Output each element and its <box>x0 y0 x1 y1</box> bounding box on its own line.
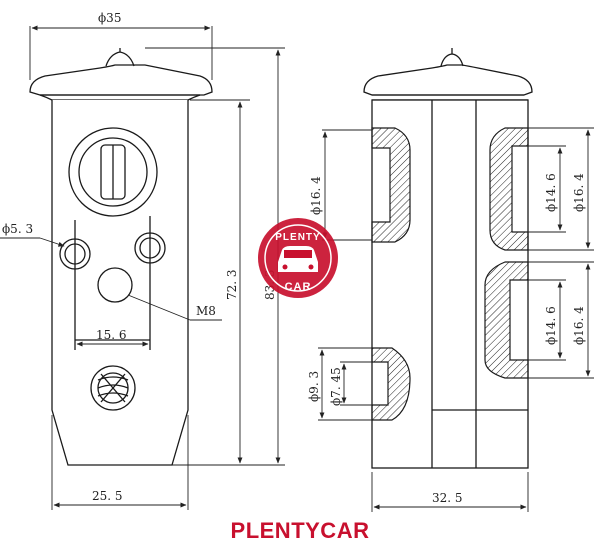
dim-hole-spacing: 15. 6 <box>96 328 127 342</box>
dim-side-width: 32. 5 <box>432 491 463 505</box>
dim-top-diameter: ϕ35 <box>98 11 121 25</box>
dim-thread: M8 <box>196 304 216 318</box>
dim-body-height: 72. 3 <box>225 269 239 300</box>
dim-port-right-top-outer: ϕ16. 4 <box>572 173 586 212</box>
dim-port-right-bottom-outer: ϕ16. 4 <box>572 306 586 345</box>
front-spring-port <box>90 365 136 411</box>
logo-top-text: PLENTY <box>275 232 320 243</box>
dim-port-small-inner: ϕ7. 45 <box>329 367 343 406</box>
side-port-right-bottom <box>484 261 529 379</box>
dim-port-small-outer: ϕ9. 3 <box>307 371 321 402</box>
front-hole-m8 <box>97 267 133 303</box>
side-dimensions <box>318 127 594 512</box>
side-port-left-top <box>371 127 411 243</box>
front-port-large <box>68 127 158 217</box>
front-view <box>29 48 213 466</box>
plentycar-logo: PLENTY CAR <box>258 218 338 298</box>
side-cap <box>363 64 533 96</box>
dim-front-width: 25. 5 <box>92 489 123 503</box>
front-cap <box>29 64 213 96</box>
front-body <box>51 100 189 466</box>
side-port-small <box>371 347 411 421</box>
side-ports <box>371 127 529 421</box>
front-cap-knob <box>105 51 135 67</box>
side-port-right-top <box>489 127 529 251</box>
brand-title: PLENTYCAR <box>230 518 370 543</box>
dim-port-left-top: ϕ16. 4 <box>309 176 323 215</box>
dim-hole-diameter: ϕ5. 3 <box>2 222 33 236</box>
dim-port-right-bottom-inner: ϕ14. 6 <box>544 306 558 345</box>
logo-bottom-text: CAR <box>285 281 312 293</box>
dim-port-right-top-inner: ϕ14. 6 <box>544 173 558 212</box>
